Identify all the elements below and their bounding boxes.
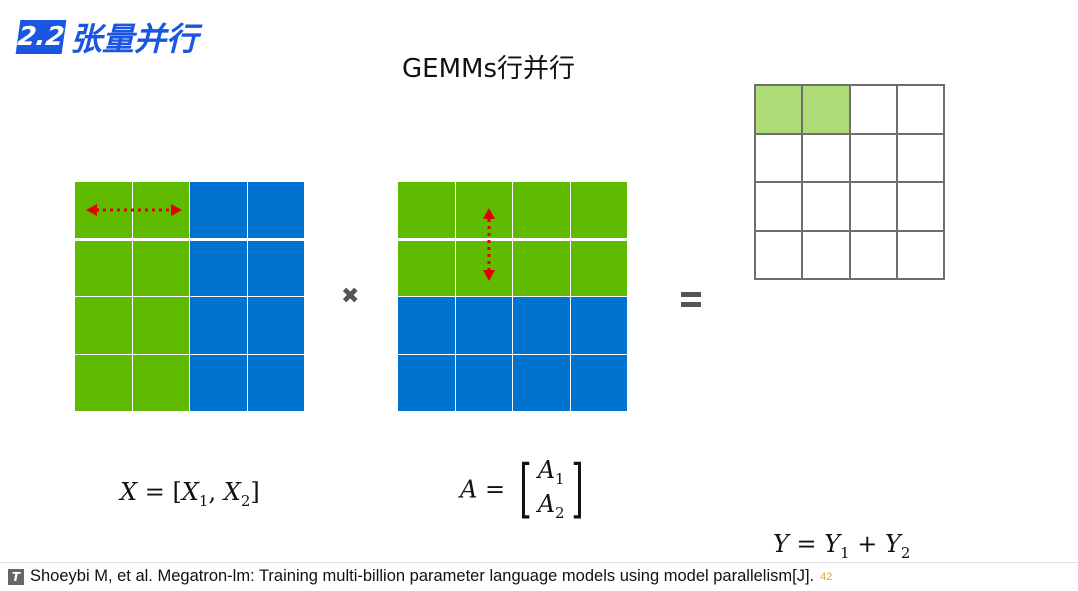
matrix-x-row-split — [75, 238, 304, 241]
matrix-x-cell-3-1 — [132, 354, 189, 411]
matrix-y — [754, 84, 945, 280]
matrix-a-cell-0-0 — [398, 182, 455, 239]
matrix-a-cell-2-3 — [570, 297, 627, 354]
matrix-y-cell-3-0 — [756, 231, 802, 278]
footer-divider — [0, 562, 1078, 563]
matrix-y-cell-0-0 — [756, 86, 802, 133]
text-source-icon: T — [8, 568, 24, 585]
formula-x: X = [X1, X2] — [120, 478, 260, 510]
matrix-a-cell-1-0 — [398, 239, 455, 296]
matrix-x-cell-0-3 — [247, 182, 304, 239]
matrix-a-cell-3-2 — [513, 354, 570, 411]
column-vector: [ A1 A2 ] — [518, 452, 584, 527]
formula-y: Y = Y1 + Y2 — [773, 530, 911, 562]
footer: T Shoeybi M, et al. Megatron-lm: Trainin… — [8, 567, 832, 586]
matrix-a-cell-0-3 — [570, 182, 627, 239]
matrix-x-cell-0-1 — [132, 182, 189, 239]
multiply-operator: ✖ — [341, 284, 360, 309]
matrix-x — [75, 182, 304, 411]
matrix-a-cell-1-1 — [455, 239, 512, 296]
matrix-y-cell-1-2 — [850, 134, 896, 181]
matrix-a-cell-2-1 — [455, 297, 512, 354]
matrix-x-cell-2-3 — [247, 297, 304, 354]
matrix-a-cell-1-3 — [570, 239, 627, 296]
matrix-y-cell-0-3 — [897, 86, 943, 133]
matrix-a — [398, 182, 627, 411]
matrix-y-cell-1-3 — [897, 134, 943, 181]
matrix-x-cell-0-0 — [75, 182, 132, 239]
matrix-a-row-split — [398, 238, 627, 241]
matrix-y-cell-2-2 — [850, 183, 896, 230]
matrix-a-cell-0-1 — [455, 182, 512, 239]
matrix-x-cell-1-2 — [190, 239, 247, 296]
section-number: 2.2 — [15, 22, 67, 52]
matrix-a-cell-0-2 — [513, 182, 570, 239]
matrix-y-cell-2-1 — [803, 183, 849, 230]
matrix-a-cell-3-3 — [570, 354, 627, 411]
matrix-y-cell-2-0 — [756, 183, 802, 230]
matrix-y-cell-2-3 — [897, 183, 943, 230]
equals-operator — [681, 292, 701, 308]
section-number-badge: 2.2 — [15, 20, 67, 54]
slide-title: GEMMs行并行 — [402, 54, 575, 84]
matrix-x-cell-3-3 — [247, 354, 304, 411]
page-number: 42 — [820, 570, 833, 583]
matrix-x-cell-1-3 — [247, 239, 304, 296]
matrix-a-cell-2-2 — [513, 297, 570, 354]
formula-a: A = [ A1 A2 ] — [460, 455, 590, 524]
citation-text: Shoeybi M, et al. Megatron-lm: Training … — [30, 567, 815, 585]
matrix-x-cell-3-2 — [190, 354, 247, 411]
matrix-y-cell-0-2 — [850, 86, 896, 133]
matrix-y-cell-3-3 — [897, 231, 943, 278]
matrix-a-cell-3-1 — [455, 354, 512, 411]
matrix-a-cell-3-0 — [398, 354, 455, 411]
matrix-a-cell-1-2 — [513, 239, 570, 296]
matrix-y-cell-3-1 — [803, 231, 849, 278]
matrix-x-cell-3-0 — [75, 354, 132, 411]
matrix-y-cell-1-1 — [803, 134, 849, 181]
matrix-y-cell-3-2 — [850, 231, 896, 278]
matrix-x-cell-2-0 — [75, 297, 132, 354]
matrix-y-cell-0-1 — [803, 86, 849, 133]
section-title: 张量并行 — [70, 20, 199, 58]
matrix-x-cell-1-1 — [132, 239, 189, 296]
matrix-x-cell-2-2 — [190, 297, 247, 354]
matrix-y-cell-1-0 — [756, 134, 802, 181]
matrix-x-cell-0-2 — [190, 182, 247, 239]
matrix-x-cell-2-1 — [132, 297, 189, 354]
matrix-x-cell-1-0 — [75, 239, 132, 296]
matrix-a-cell-2-0 — [398, 297, 455, 354]
